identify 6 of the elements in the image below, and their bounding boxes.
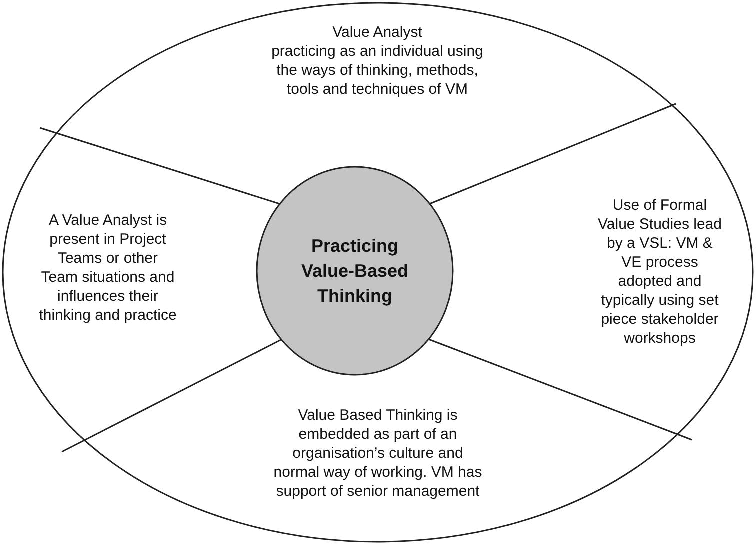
- quadrant-text: Value Analyst: [332, 22, 424, 42]
- quadrant-text: A Value Analyst is present in Project Teams or other Team situations and influences their thinking and practice: [38, 211, 178, 325]
- quadrant-text: Use of Formal Value Studies lead by a VSL: VM & VE process adopted and typically using set piece stakeholder workshops: [598, 196, 722, 348]
- center-title: Practicing Value-Based Thinking: [300, 234, 410, 308]
- quadrant-text: practicing as an individual using the ways of thinking, methods, tools and techniques of VM: [270, 42, 484, 98]
- quadrant-text: Value Based Thinking is embedded as part of an organisation’s culture and normal way of working. VM has support of senior management: [272, 406, 484, 500]
